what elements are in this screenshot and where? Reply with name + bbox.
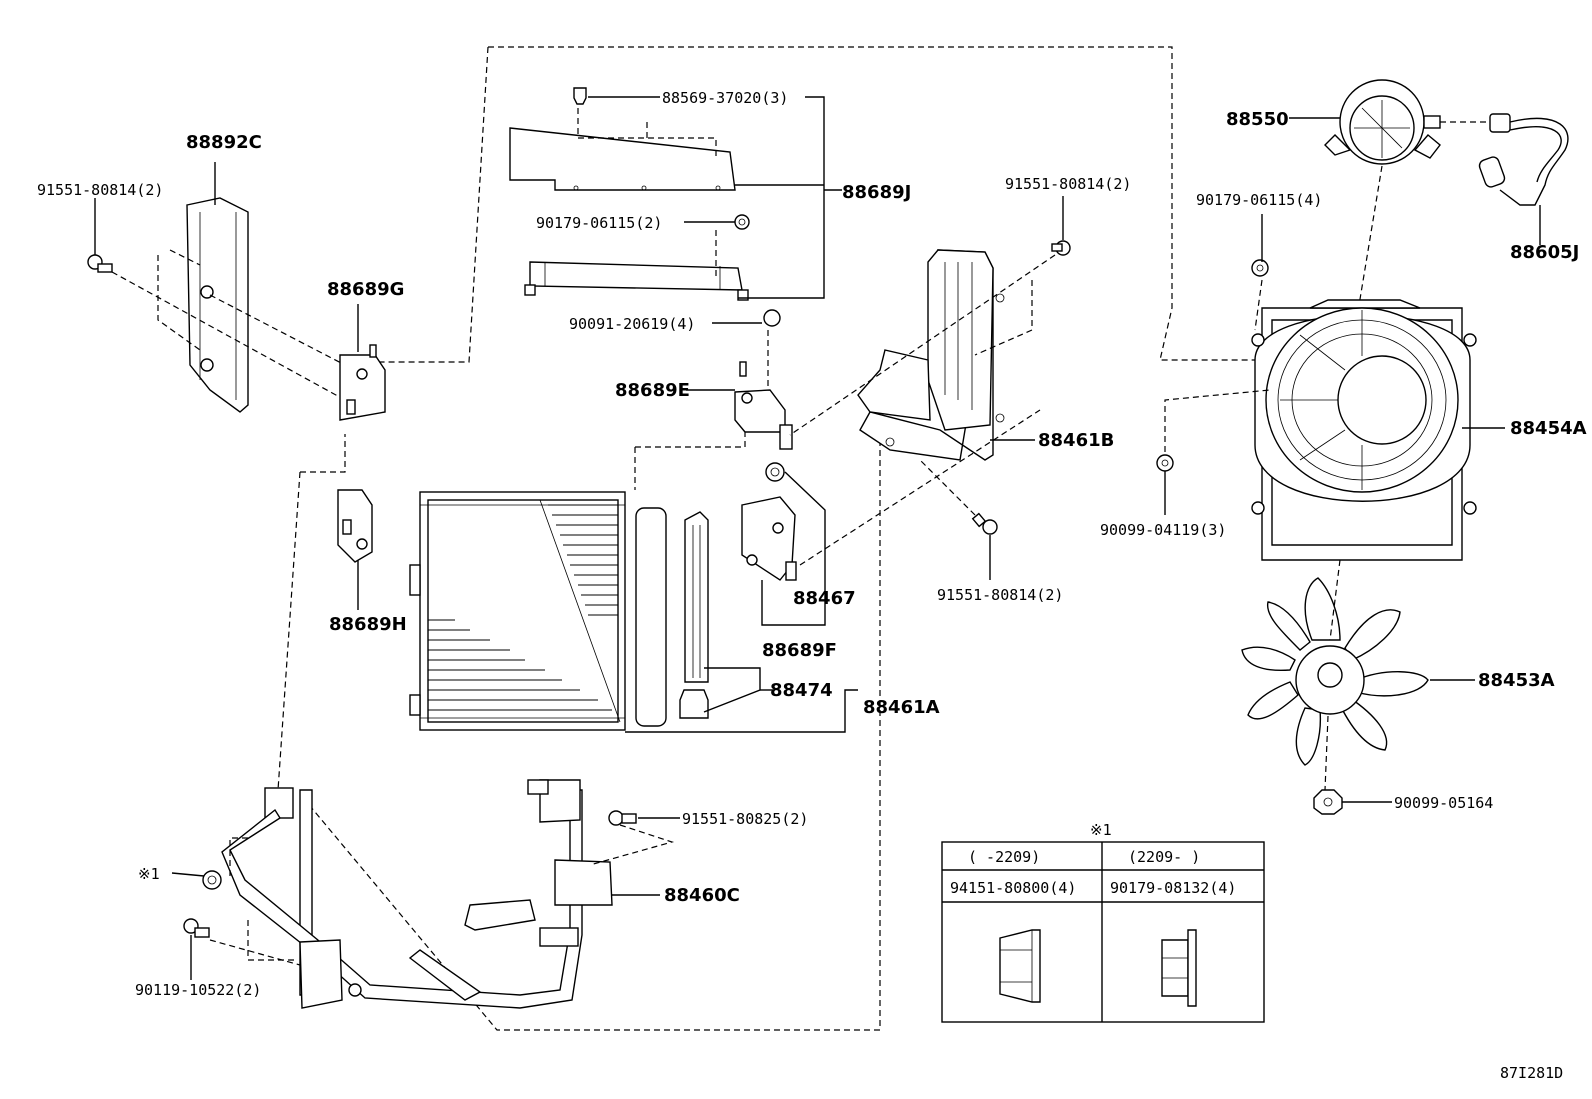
note-col2-part: 90179-08132(4)	[1110, 879, 1236, 897]
part-88689J-lower-bar[interactable]	[524, 230, 749, 301]
leader	[789, 254, 1056, 436]
bolt-91551-mid[interactable]	[1051, 240, 1071, 256]
nut-90179-06115-2[interactable]	[734, 214, 750, 230]
note-table-mark: ※1	[1090, 821, 1112, 839]
note-col1-header: ( -2209)	[968, 848, 1040, 866]
leader	[1324, 715, 1329, 791]
bolt-90091[interactable]	[763, 309, 781, 425]
nut-90099-05164[interactable]	[1313, 789, 1343, 815]
label-88569: 88569-37020(3)	[662, 89, 788, 107]
part-88461A-condenser[interactable]	[409, 491, 667, 731]
label-90119: 90119-10522(2)	[135, 981, 261, 999]
label-90179-06115-2: 90179-06115(2)	[536, 214, 662, 232]
label-90091: 90091-20619(4)	[569, 315, 695, 333]
leader	[209, 294, 346, 366]
nut-note1[interactable]	[202, 870, 222, 890]
clip-88569[interactable]	[573, 87, 587, 105]
bolt-91551-low[interactable]	[971, 512, 998, 535]
part-88689J-shroud[interactable]	[509, 108, 736, 191]
label-91551-80825: 91551-80825(2)	[682, 810, 808, 828]
part-88474-receiver[interactable]	[679, 511, 709, 719]
label-88453A: 88453A	[1478, 670, 1555, 691]
part-88689E-bracket[interactable]	[734, 361, 793, 450]
leader	[111, 271, 346, 401]
label-91551-low: 91551-80814(2)	[937, 586, 1063, 604]
note-table: ※1 ( -2209) (2209- ) 94151-80800(4) 9017…	[941, 821, 1265, 1023]
leader	[1164, 389, 1271, 452]
part-88892C-bracket[interactable]	[157, 197, 249, 413]
part-88605J-harness[interactable]	[1478, 113, 1569, 206]
label-90099-04119: 90099-04119(3)	[1100, 521, 1226, 539]
leader	[209, 939, 301, 966]
label-88689G: 88689G	[327, 279, 404, 300]
label-88689J: 88689J	[842, 182, 911, 203]
label-88550: 88550	[1226, 109, 1289, 130]
part-88460C-pipe-assembly[interactable]	[221, 779, 613, 1009]
label-91551-mid: 91551-80814(2)	[1005, 175, 1131, 193]
part-88454A-shroud[interactable]	[1251, 299, 1477, 561]
leader	[799, 409, 1041, 566]
dashed-enclosure	[277, 46, 1292, 1031]
label-90099-05164: 90099-05164	[1394, 794, 1493, 812]
bolt-91551-tl[interactable]	[87, 254, 113, 273]
part-88453A-fan[interactable]	[1241, 577, 1429, 766]
washer-nut-icon	[1161, 929, 1197, 1007]
leader	[589, 824, 675, 866]
flange-nut-icon	[999, 929, 1041, 1003]
nut-88467[interactable]	[765, 462, 785, 482]
nut-90179-06115-4[interactable]	[1251, 259, 1269, 277]
leader	[919, 459, 976, 516]
leader	[1344, 165, 1383, 391]
label-leaders	[94, 96, 1541, 980]
label-90179-06115-4: 90179-06115(4)	[1196, 191, 1322, 209]
label-88605J: 88605J	[1510, 242, 1579, 263]
label-88454A: 88454A	[1510, 418, 1587, 439]
label-88689F: 88689F	[762, 640, 837, 661]
part-88689H-bracket[interactable]	[337, 489, 373, 563]
diagram-id: 87I281D	[1500, 1064, 1563, 1082]
bolt-90099-04119[interactable]	[1156, 454, 1174, 472]
leader	[1254, 279, 1263, 331]
label-88689E: 88689E	[615, 380, 690, 401]
label-88467: 88467	[793, 588, 856, 609]
part-88689F-bracket[interactable]	[741, 496, 797, 581]
label-88474: 88474	[770, 680, 833, 701]
label-88460C: 88460C	[664, 885, 740, 906]
label-88892C: 88892C	[186, 132, 262, 153]
label-91551-tl: 91551-80814(2)	[37, 181, 163, 199]
part-88461B-duct[interactable]	[857, 249, 1005, 461]
label-note1-marker: ※1	[138, 865, 160, 883]
bolt-91551-80825[interactable]	[608, 810, 637, 826]
leader	[974, 280, 1033, 356]
part-88550-motor[interactable]	[1324, 79, 1441, 165]
leader	[1329, 559, 1341, 641]
note-col2-header: (2209- )	[1128, 848, 1200, 866]
part-88689G-bracket[interactable]	[339, 344, 386, 421]
label-88689H: 88689H	[329, 614, 407, 635]
label-88461B: 88461B	[1038, 430, 1114, 451]
note-col1-part: 94151-80800(4)	[950, 879, 1076, 897]
label-88461A: 88461A	[863, 697, 940, 718]
bolt-90119[interactable]	[183, 918, 210, 938]
